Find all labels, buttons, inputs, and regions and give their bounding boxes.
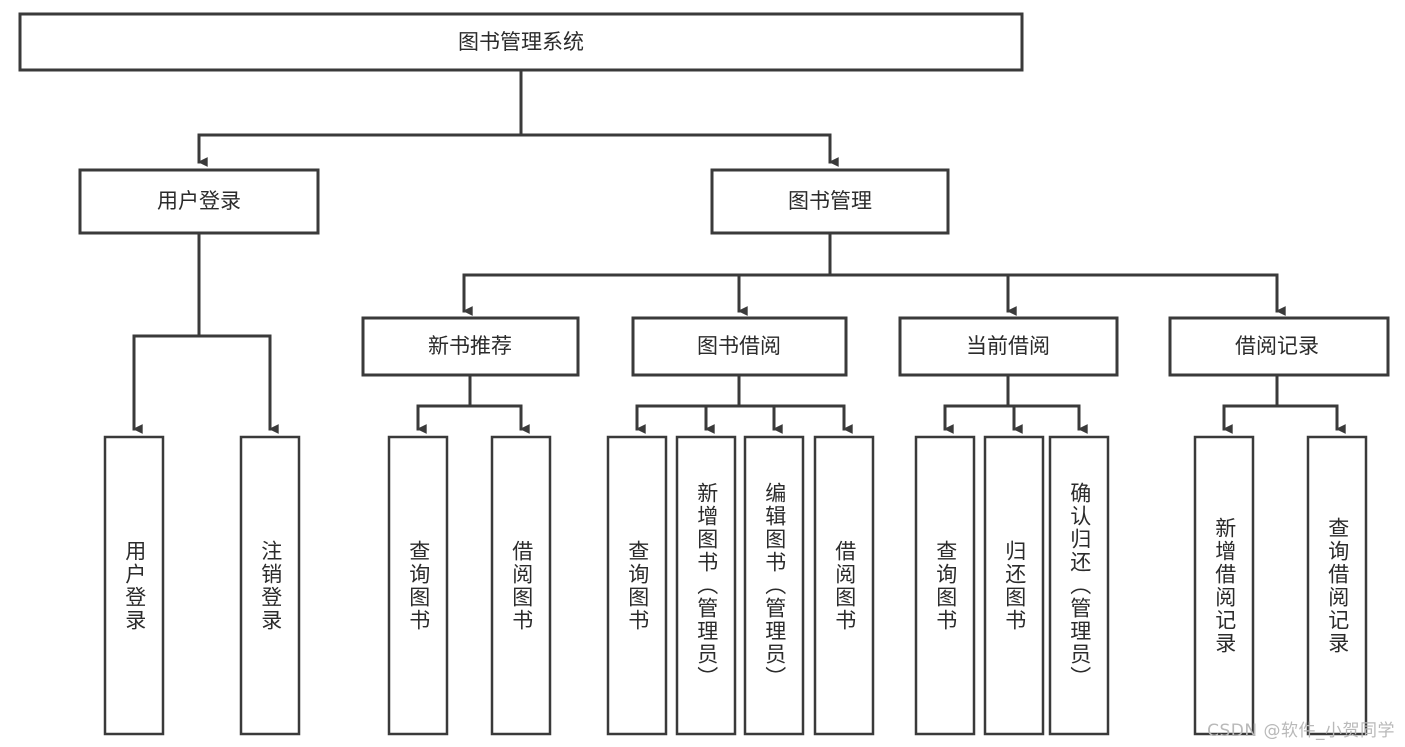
node-borrow-record-label: 借阅记录 <box>1235 334 1319 358</box>
leaf-box-current-borrow-1[interactable] <box>914 435 976 736</box>
leaf-box-current-borrow-2[interactable] <box>983 435 1045 736</box>
node-book-manage-box[interactable] <box>710 168 950 235</box>
leaf-box-group <box>103 435 1368 736</box>
leaf-box-current-borrow-3[interactable] <box>1048 435 1110 736</box>
node-user-login-label: 用户登录 <box>157 189 241 213</box>
node-current-borrow-box[interactable] <box>898 316 1119 377</box>
node-current-borrow-label: 当前借阅 <box>966 334 1050 358</box>
node-book-manage[interactable]: 图书管理 <box>710 168 950 235</box>
leaf-box-book-borrow-1[interactable] <box>606 435 668 736</box>
leaf-box-new-book-2[interactable] <box>490 435 552 736</box>
node-book-borrow-box[interactable] <box>631 316 848 377</box>
node-root[interactable]: 图书管理系统 <box>18 12 1024 72</box>
leaf-box-book-borrow-2[interactable] <box>675 435 737 736</box>
node-current-borrow[interactable]: 当前借阅 <box>898 316 1119 377</box>
node-user-login[interactable]: 用户登录 <box>78 168 320 235</box>
leaf-box-borrow-record-2[interactable] <box>1306 435 1368 736</box>
node-book-borrow[interactable]: 图书借阅 <box>631 316 848 377</box>
node-borrow-record[interactable]: 借阅记录 <box>1168 316 1390 377</box>
leaf-box-new-book-1[interactable] <box>387 435 449 736</box>
node-new-book-recommend-label: 新书推荐 <box>428 334 512 358</box>
csdn-watermark: CSDN @软件_小贺同学 <box>1207 721 1395 741</box>
leaf-box-book-borrow-3[interactable] <box>743 435 805 736</box>
node-root-box[interactable] <box>18 12 1024 72</box>
node-new-book-recommend[interactable]: 新书推荐 <box>361 316 580 377</box>
node-book-manage-label: 图书管理 <box>788 189 872 213</box>
leaf-box-book-borrow-4[interactable] <box>813 435 875 736</box>
node-root-label: 图书管理系统 <box>458 30 584 54</box>
connector-group <box>132 68 1346 434</box>
node-borrow-record-box[interactable] <box>1168 316 1390 377</box>
node-new-book-recommend-box[interactable] <box>361 316 580 377</box>
leaf-box-user-login-1[interactable] <box>103 435 165 736</box>
leaf-box-user-login-2[interactable] <box>239 435 301 736</box>
node-user-login-box[interactable] <box>78 168 320 235</box>
leaf-box-borrow-record-1[interactable] <box>1193 435 1255 736</box>
node-book-borrow-label: 图书借阅 <box>697 334 781 358</box>
